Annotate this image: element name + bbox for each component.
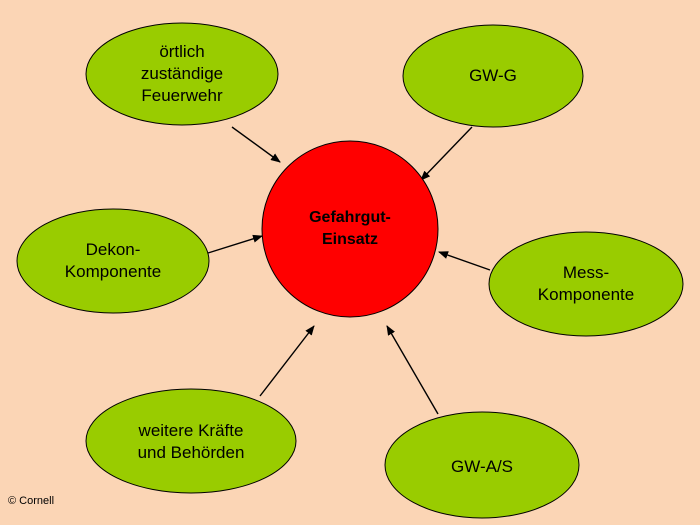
arrow-gw-g-to-center	[420, 126, 473, 181]
node-dekon-ellipse	[16, 208, 210, 314]
node-feuerwehr-ellipse	[85, 22, 279, 126]
arrow-dekon-to-center	[207, 234, 263, 254]
node-gw-as-label: GW-A/S	[450, 457, 514, 476]
node-weitere-label: weitere Kräfte und Behörden	[137, 421, 245, 462]
arrow-weitere-to-center	[259, 325, 315, 397]
center-circle	[261, 140, 439, 318]
node-weitere-ellipse	[85, 388, 297, 494]
arrow-feuerwehr-to-center	[231, 126, 281, 163]
center-label: Gefahrgut- Einsatz	[309, 209, 391, 248]
node-gw-g-ellipse	[402, 24, 584, 128]
node-mess-label: Mess- Komponente	[537, 263, 635, 304]
node-dekon-label: Dekon- Komponente	[64, 240, 162, 281]
node-feuerwehr-label: örtlich zuständige Feuerwehr	[140, 42, 224, 105]
node-gw-g-label: GW-G	[469, 66, 517, 85]
arrow-mess-to-center	[438, 251, 491, 271]
node-mess-ellipse	[488, 231, 684, 337]
arrow-gw-as-to-center	[386, 325, 439, 415]
copyright-text: © Cornell	[8, 495, 55, 507]
node-gw-as-ellipse	[384, 411, 580, 519]
